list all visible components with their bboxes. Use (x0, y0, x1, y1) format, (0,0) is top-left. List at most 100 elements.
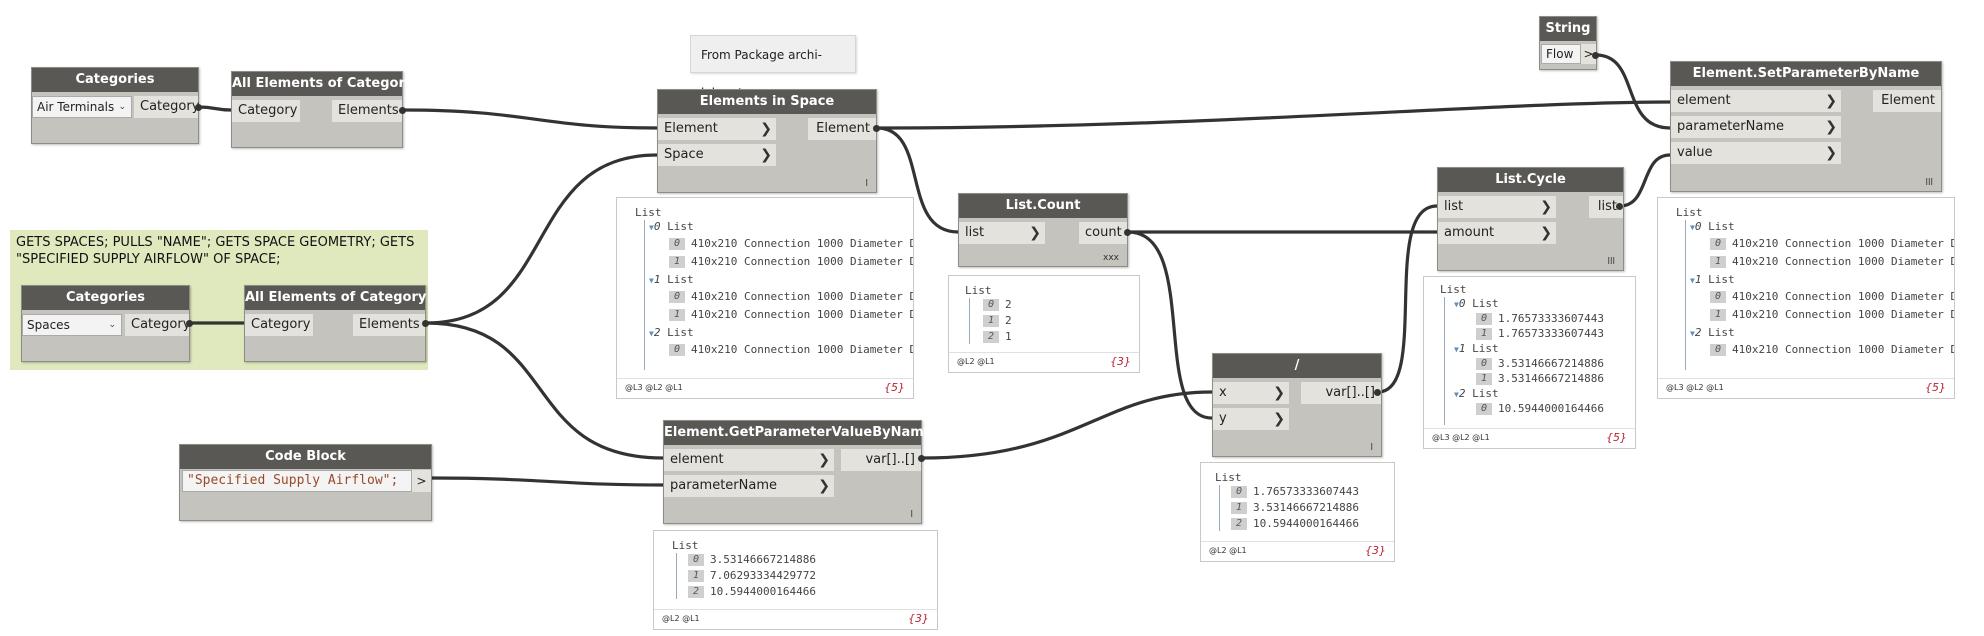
port-dot (1124, 229, 1131, 236)
output-port-list[interactable]: list (1589, 196, 1623, 218)
output-port-category[interactable]: Category (134, 96, 199, 118)
output-port-var[interactable]: var[]..[] (841, 449, 921, 471)
lacing-indicator[interactable]: l (1370, 443, 1373, 453)
triangle-down-icon[interactable]: ▼ (1690, 223, 1695, 232)
lacing-indicator[interactable]: xxx (1103, 253, 1119, 263)
node-title: Element.SetParameterByName (1671, 62, 1941, 86)
tree-line (676, 553, 677, 599)
output-port-elements[interactable]: Elements (353, 314, 425, 336)
tree-line (1685, 220, 1686, 370)
chevron-right-icon: ❯ (1540, 225, 1552, 241)
chevron-right-icon: ❯ (1273, 385, 1285, 401)
output-port-elements[interactable]: Elements (332, 100, 402, 122)
chevron-right-icon: ❯ (1540, 199, 1552, 215)
elements-in-space-node[interactable]: Elements in Space Element❯ Space❯ Elemen… (657, 89, 877, 193)
set-parameter-node[interactable]: Element.SetParameterByName element❯ para… (1670, 61, 1942, 192)
input-port-parametername[interactable]: parameterName❯ (1671, 116, 1841, 138)
preview-root-label: List (672, 539, 699, 552)
preview-root-label: List (635, 206, 662, 219)
chevron-right-icon: ❯ (760, 147, 772, 163)
port-dot (422, 320, 429, 327)
group-title: GETS SPACES; PULLS "NAME"; GETS SPACE GE… (16, 235, 415, 267)
tree-line (1219, 485, 1220, 531)
port-dot (1592, 52, 1599, 59)
get-parameter-value-node[interactable]: Element.GetParameterValueByName element❯… (663, 420, 933, 524)
divide-node[interactable]: / x❯ y❯ var[]..[] l (1212, 353, 1382, 457)
node-title: Element.GetParameterValueByName (664, 421, 933, 445)
input-port-space[interactable]: Space❯ (658, 144, 776, 166)
string-input[interactable]: Flow (1541, 44, 1581, 64)
tree-line (1444, 297, 1445, 425)
categories-node-air-terminals[interactable]: Categories Air Terminals ⌄ Category (31, 67, 199, 144)
input-port-list[interactable]: list❯ (959, 222, 1045, 244)
all-elements-node-1[interactable]: All Elements of Category Category Elemen… (231, 71, 413, 148)
output-port-element[interactable]: Element (808, 118, 876, 140)
wire-count-to-y (1127, 230, 1213, 420)
all-elements-node-2[interactable]: All Elements of Category Category Elemen… (244, 285, 426, 362)
output-port-element[interactable]: Element (1873, 90, 1941, 112)
input-port-category[interactable]: Category (232, 100, 300, 122)
input-port-amount[interactable]: amount❯ (1438, 222, 1556, 244)
node-title: Code Block (180, 445, 431, 469)
port-dot (1374, 389, 1381, 396)
wire-string-to-paramname (1595, 53, 1671, 130)
chevron-right-icon: ❯ (760, 121, 772, 137)
category-dropdown[interactable]: Spaces ⌄ (22, 314, 122, 336)
input-port-element[interactable]: Element❯ (658, 118, 776, 140)
list-cycle-node[interactable]: List.Cycle list❯ amount❯ list lll (1437, 167, 1624, 271)
output-port-category[interactable]: Category (125, 314, 190, 336)
port-dot (873, 125, 880, 132)
output-port-var[interactable]: var[]..[] (1301, 382, 1381, 404)
node-title: All Elements of Category (232, 72, 413, 96)
preview-root-label: List (1676, 206, 1703, 219)
input-port-category[interactable]: Category (245, 314, 313, 336)
lacing-indicator[interactable]: l (865, 179, 868, 189)
output-port-code[interactable]: > (412, 470, 431, 492)
output-port-string[interactable]: > (1581, 44, 1596, 64)
categories-node-spaces[interactable]: Categories Spaces ⌄ Category (21, 285, 190, 362)
port-dot (399, 107, 406, 114)
item-count: {5} (884, 381, 905, 394)
triangle-down-icon[interactable]: ▼ (1454, 345, 1459, 354)
triangle-down-icon[interactable]: ▼ (1690, 329, 1695, 338)
list-count-node[interactable]: List.Count list❯ count xxx (958, 193, 1128, 267)
port-dot (1616, 203, 1623, 210)
input-port-value[interactable]: value❯ (1671, 142, 1841, 164)
dropdown-value: Air Terminals (37, 100, 115, 114)
chevron-right-icon: ❯ (1825, 119, 1837, 135)
category-dropdown[interactable]: Air Terminals ⌄ (32, 96, 132, 118)
lacing-indicator[interactable]: lll (1925, 178, 1933, 188)
chevron-down-icon: ⌄ (108, 320, 116, 330)
input-port-element[interactable]: element❯ (664, 449, 834, 471)
port-dot (918, 455, 925, 462)
triangle-down-icon[interactable]: ▼ (1454, 300, 1459, 309)
package-note[interactable]: From Package archi-lab.net (690, 35, 856, 100)
output-port-count[interactable]: count (1079, 222, 1127, 244)
input-port-x[interactable]: x❯ (1213, 382, 1289, 404)
chevron-right-icon: ❯ (818, 478, 830, 494)
tree-line (644, 220, 645, 370)
lacing-indicator[interactable]: l (910, 510, 913, 520)
list-levels: @L3 @L2 @L1 (625, 383, 683, 392)
wire-getparam-to-x (921, 390, 1213, 460)
input-port-parametername[interactable]: parameterName❯ (664, 475, 834, 497)
code-input[interactable]: "Specified Supply Airflow"; (182, 470, 412, 492)
chevron-down-icon: ⌄ (118, 102, 126, 112)
lacing-indicator[interactable]: lll (1607, 257, 1615, 267)
code-block-node[interactable]: Code Block "Specified Supply Airflow"; > (179, 444, 432, 521)
node-title: All Elements of Category (245, 286, 426, 310)
node-title: List.Count (959, 194, 1127, 218)
triangle-down-icon[interactable]: ▼ (1690, 276, 1695, 285)
input-port-y[interactable]: y❯ (1213, 408, 1289, 430)
input-port-list[interactable]: list❯ (1438, 196, 1556, 218)
input-port-element[interactable]: element❯ (1671, 90, 1841, 112)
string-node[interactable]: String Flow > (1539, 16, 1597, 70)
preview-root-label: List (1440, 283, 1467, 296)
triangle-down-icon[interactable]: ▼ (1454, 390, 1459, 399)
